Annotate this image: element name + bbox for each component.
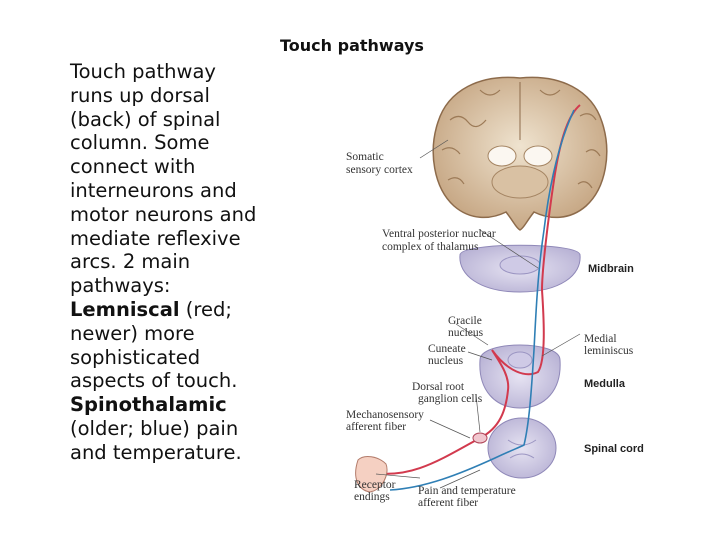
spinal-cord-section	[487, 417, 557, 479]
label-medulla: Medulla	[584, 378, 626, 390]
label-mech-1: Mechanosensory	[346, 409, 424, 421]
label-vpn-2: complex of thalamus	[382, 241, 479, 253]
slide-title: Touch pathways	[280, 36, 424, 55]
label-somatic-1: Somatic	[346, 151, 384, 163]
label-pain-2: afferent fiber	[418, 497, 478, 509]
lemniscal-term: Lemniscal	[70, 297, 180, 321]
brain-coronal-section	[432, 76, 608, 231]
label-gracile-2: nucleus	[448, 327, 484, 339]
label-midbrain: Midbrain	[588, 263, 634, 275]
label-drg-1: Dorsal root	[412, 381, 465, 393]
label-spinal-cord: Spinal cord	[584, 443, 644, 455]
medulla-section	[479, 344, 561, 409]
label-medial-2: leminiscus	[584, 345, 634, 357]
label-vpn-1: Ventral posterior nuclear	[382, 228, 496, 240]
label-drg-2: ganglion cells	[418, 393, 483, 405]
touch-pathways-diagram: Somatic sensory cortex Ventral posterior…	[346, 76, 644, 509]
leader-lines	[375, 139, 581, 489]
label-cuneate-1: Cuneate	[428, 343, 466, 355]
label-receptor-1: Receptor	[354, 479, 396, 491]
label-mech-2: afferent fiber	[346, 421, 406, 433]
label-medial-1: Medial	[584, 333, 617, 345]
label-gracile-1: Gracile	[448, 315, 482, 327]
dorsal-root-ganglion	[472, 432, 488, 444]
body-text-part-2: (red; newer) more sophisticated aspects …	[70, 297, 238, 393]
label-receptor-2: endings	[354, 491, 390, 503]
spinothalamic-term: Spinothalamic	[70, 393, 227, 417]
label-cuneate-2: nucleus	[428, 355, 464, 367]
label-somatic-2: sensory cortex	[346, 164, 413, 176]
label-pain-1: Pain and temperature	[418, 485, 516, 497]
body-text: Touch pathway runs up dorsal (back) of s…	[70, 60, 265, 465]
body-text-part-1: Touch pathway runs up dorsal (back) of s…	[70, 60, 257, 298]
body-text-part-3: (older; blue) pain and temperature.	[70, 416, 242, 464]
receptor-endings	[355, 456, 388, 493]
spinothalamic-pathway	[389, 109, 575, 491]
